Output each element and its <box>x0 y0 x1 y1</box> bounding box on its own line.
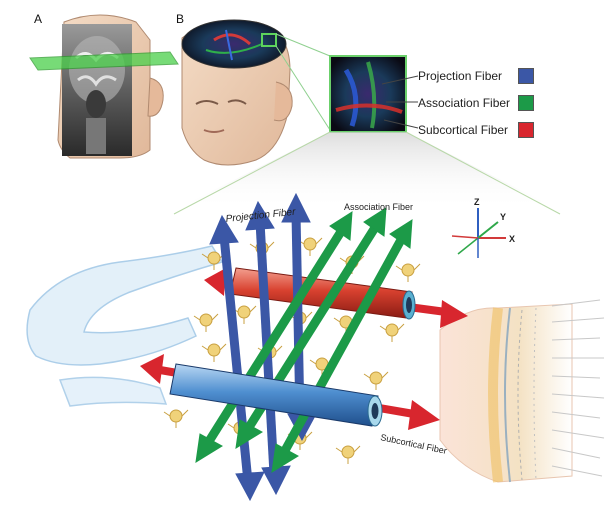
legend-swatch-blue <box>518 68 534 84</box>
axis-y-label: Y <box>500 212 506 222</box>
legend-swatch-red <box>518 122 534 138</box>
ear-shape <box>147 77 164 117</box>
leader-projection <box>381 75 419 85</box>
label-association-fiber: Association Fiber <box>344 202 413 212</box>
subcortical-tube-blue <box>169 363 383 427</box>
label-subcortical-fiber: Subcortical Fiber <box>380 432 448 456</box>
axis-gizmo: Z Y X <box>451 197 515 258</box>
legend-item-association: Association Fiber <box>418 94 534 112</box>
legend-swatch-green <box>518 95 534 111</box>
panel-label-b: B <box>176 12 185 26</box>
dti-inset <box>329 55 419 133</box>
panel-a-mri-head <box>29 14 179 159</box>
panel-label-a: A <box>34 12 43 26</box>
panel-b-head <box>181 19 331 166</box>
ventricle-shape <box>26 245 224 407</box>
legend-label: Association Fiber <box>418 96 511 110</box>
cortex-section <box>439 299 605 483</box>
leader-subcortical <box>383 119 419 129</box>
legend-label: Subcortical Fiber <box>418 123 509 137</box>
zoom-cone <box>174 132 560 210</box>
legend-item-subcortical: Subcortical Fiber <box>418 121 534 139</box>
dti-slice <box>181 19 287 69</box>
axial-plane <box>29 51 179 71</box>
axis-x-label: X <box>509 234 515 244</box>
axis-z-label: Z <box>474 197 480 207</box>
zoom-box <box>261 33 277 47</box>
legend-item-projection: Projection Fiber <box>418 67 534 85</box>
legend-label: Projection Fiber <box>418 69 503 83</box>
